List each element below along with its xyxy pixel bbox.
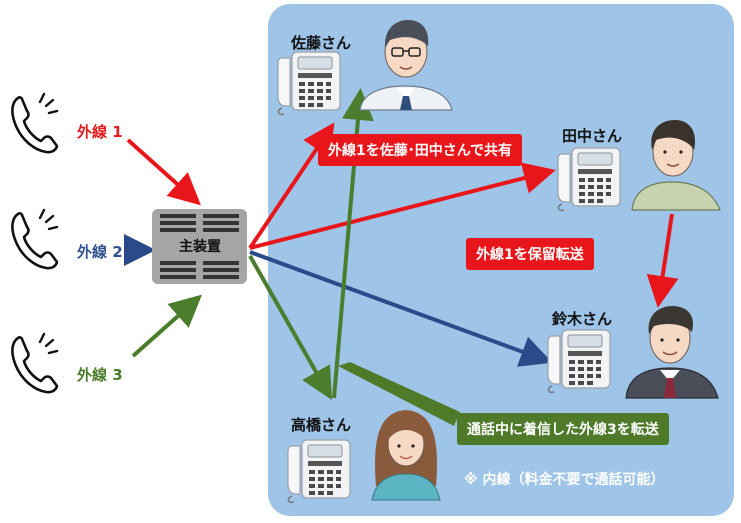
name-takahashi: 高橋さん: [291, 416, 352, 434]
callout-pointer: [338, 362, 460, 426]
desk-phone-icon: [287, 439, 351, 504]
line1-label: 外線 1: [77, 123, 123, 141]
person-icon: [625, 306, 719, 399]
line1-arrow: [126, 138, 201, 206]
desk-phone-icon: [547, 329, 611, 394]
share-arrow-tanaka: [249, 162, 556, 250]
desk-phone-icon: [277, 51, 341, 116]
hold-transfer-callout: 外線1を保留転送: [466, 238, 594, 270]
handset-icon: [11, 332, 59, 394]
line3-label: 外線 3: [77, 366, 123, 384]
hold-transfer-arrow: [646, 213, 679, 308]
incoming-transfer-callout: 通話中に着信した外線3を転送: [457, 413, 669, 445]
person-icon: [359, 20, 453, 111]
share-callout: 外線1を佐藤･田中さんで共有: [318, 134, 523, 166]
internal-note: ※ 内線（料金不要で通話可能）: [464, 472, 665, 488]
person-icon: [371, 410, 441, 501]
pbx-icon: [152, 209, 247, 284]
desk-phone-icon: [557, 147, 621, 212]
share-arrow-sato: [248, 122, 335, 250]
person-icon: [631, 120, 721, 211]
line3-arrow: [131, 294, 202, 358]
name-suzuki: 鈴木さん: [552, 310, 613, 328]
name-sato: 佐藤さん: [291, 34, 352, 52]
line3-to-takahashi-arrow: [248, 255, 332, 400]
pbx-label: 主装置: [179, 239, 221, 255]
name-tanaka: 田中さん: [562, 127, 623, 145]
handset-icon: [11, 208, 59, 270]
line2-label: 外線 2: [77, 243, 123, 261]
line2-to-suzuki-arrow: [249, 250, 553, 367]
handset-icon: [11, 92, 59, 154]
